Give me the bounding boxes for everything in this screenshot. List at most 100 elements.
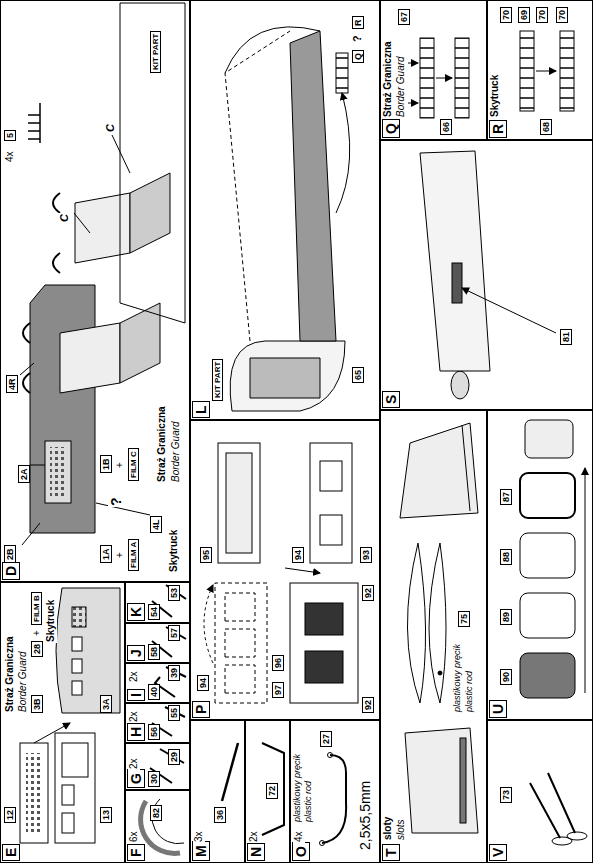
callout-number: 36 bbox=[214, 807, 226, 823]
callout-number: Q bbox=[352, 50, 364, 63]
callout-number: 92 bbox=[362, 697, 374, 713]
step-letter: O bbox=[292, 842, 310, 861]
label-text: plastikowy pręcik bbox=[292, 753, 302, 823]
callout-number: 68 bbox=[540, 119, 552, 135]
callout-number: 4R bbox=[6, 375, 18, 393]
step-panel: F bbox=[125, 790, 190, 863]
callout-number: 95 bbox=[200, 547, 212, 563]
callout-number: 2B bbox=[4, 545, 16, 563]
callout-number: 70 bbox=[536, 7, 548, 23]
label-text: 4x bbox=[293, 830, 305, 843]
step-letter: D bbox=[2, 562, 20, 580]
label-text: plastic rod bbox=[303, 780, 313, 823]
label-text: 2x bbox=[248, 830, 260, 843]
callout-number: 13 bbox=[100, 807, 112, 823]
label-text: 2x bbox=[128, 757, 140, 770]
label-text: C bbox=[104, 123, 117, 133]
callout-number: 75 bbox=[458, 611, 470, 627]
callout-number: 94 bbox=[292, 547, 304, 563]
callout-number: 65 bbox=[352, 367, 364, 383]
callout-number: 96 bbox=[272, 655, 284, 671]
callout-number: 72 bbox=[266, 783, 278, 799]
callout-number: 82 bbox=[150, 805, 162, 821]
label-text: Skytruck bbox=[489, 74, 501, 118]
step-letter: N bbox=[247, 843, 265, 861]
label-text: plastikowy pręcik bbox=[452, 643, 462, 713]
label-text: Border Guard bbox=[170, 420, 182, 483]
callout-number: 94 bbox=[197, 675, 209, 691]
callout-number: 56 bbox=[148, 724, 160, 740]
step-letter: F bbox=[127, 844, 145, 861]
callout-number: 97 bbox=[272, 682, 284, 698]
step-letter: S bbox=[382, 391, 400, 408]
label-text: sloty bbox=[382, 816, 394, 841]
label-text: Straż Graniczna bbox=[382, 40, 394, 118]
callout-number: 3B bbox=[31, 695, 43, 713]
label-text: FILM A bbox=[128, 539, 139, 571]
callout-number: 29 bbox=[168, 749, 180, 765]
callout-number: 53 bbox=[168, 585, 180, 601]
label-text: + bbox=[31, 629, 43, 637]
label-text: Border Guard bbox=[17, 650, 29, 713]
callout-number: 57 bbox=[168, 625, 180, 641]
label-text: 3x bbox=[193, 830, 205, 843]
step-letter: E bbox=[2, 844, 20, 861]
callout-number: 2A bbox=[18, 465, 30, 483]
step-panel: D bbox=[0, 0, 190, 582]
label-text: 6x bbox=[128, 830, 140, 843]
step-letter: K bbox=[127, 603, 145, 621]
step-letter: L bbox=[192, 401, 210, 418]
callout-number: 30 bbox=[148, 771, 160, 787]
label-text: Skytruck bbox=[45, 599, 57, 643]
label-text: 4x bbox=[4, 150, 16, 163]
label-text: ? bbox=[351, 34, 364, 43]
callout-number: 39 bbox=[168, 665, 180, 681]
callout-number: 12 bbox=[4, 807, 16, 823]
callout-number: 88 bbox=[500, 549, 512, 565]
step-letter: G bbox=[127, 769, 145, 788]
callout-number: 1B bbox=[100, 455, 112, 473]
callout-number: 40 bbox=[148, 684, 160, 700]
label-text: ? bbox=[108, 496, 124, 507]
callout-number: 70 bbox=[556, 7, 568, 23]
callout-number: 58 bbox=[148, 644, 160, 660]
step-letter: I bbox=[127, 689, 145, 701]
step-letter: J bbox=[127, 645, 145, 661]
step-letter: T bbox=[382, 844, 400, 861]
callout-number: 73 bbox=[500, 787, 512, 803]
callout-number: 1A bbox=[100, 545, 112, 563]
callout-number: 89 bbox=[500, 609, 512, 625]
step-panel: S bbox=[380, 140, 593, 410]
callout-number: 5 bbox=[4, 130, 16, 141]
callout-number: 90 bbox=[500, 669, 512, 685]
step-panel: T bbox=[380, 410, 487, 863]
label-text: KIT PART bbox=[150, 31, 161, 73]
step-letter: H bbox=[127, 723, 145, 741]
callout-number: 4L bbox=[150, 516, 162, 533]
callout-number: 87 bbox=[500, 489, 512, 505]
label-text: C bbox=[58, 213, 71, 223]
label-text: slots bbox=[395, 818, 407, 841]
callout-number: 55 bbox=[168, 705, 180, 721]
label-text: + bbox=[114, 461, 126, 469]
step-letter: V bbox=[489, 844, 507, 861]
label-text: FILM C bbox=[128, 448, 139, 481]
label-text: KIT PART bbox=[212, 359, 223, 401]
step-letter: P bbox=[192, 701, 210, 718]
callout-number: 70 bbox=[500, 7, 512, 23]
callout-number: 93 bbox=[360, 547, 372, 563]
callout-number: 67 bbox=[398, 9, 410, 25]
step-letter: U bbox=[489, 700, 507, 718]
label-text: 2,5x5,5mm bbox=[357, 780, 373, 851]
label-text: plastic rod bbox=[464, 670, 474, 713]
step-letter: R bbox=[489, 120, 507, 138]
step-panel: P bbox=[190, 420, 380, 720]
label-text: + bbox=[114, 551, 126, 559]
label-text: FILM B bbox=[31, 592, 42, 625]
label-text: Straż Graniczna bbox=[156, 405, 168, 483]
callout-number: 27 bbox=[320, 731, 332, 747]
label-text: Border Guard bbox=[395, 55, 407, 118]
label-text: 2x bbox=[128, 670, 140, 683]
label-text: Straż Graniczna bbox=[4, 635, 16, 713]
